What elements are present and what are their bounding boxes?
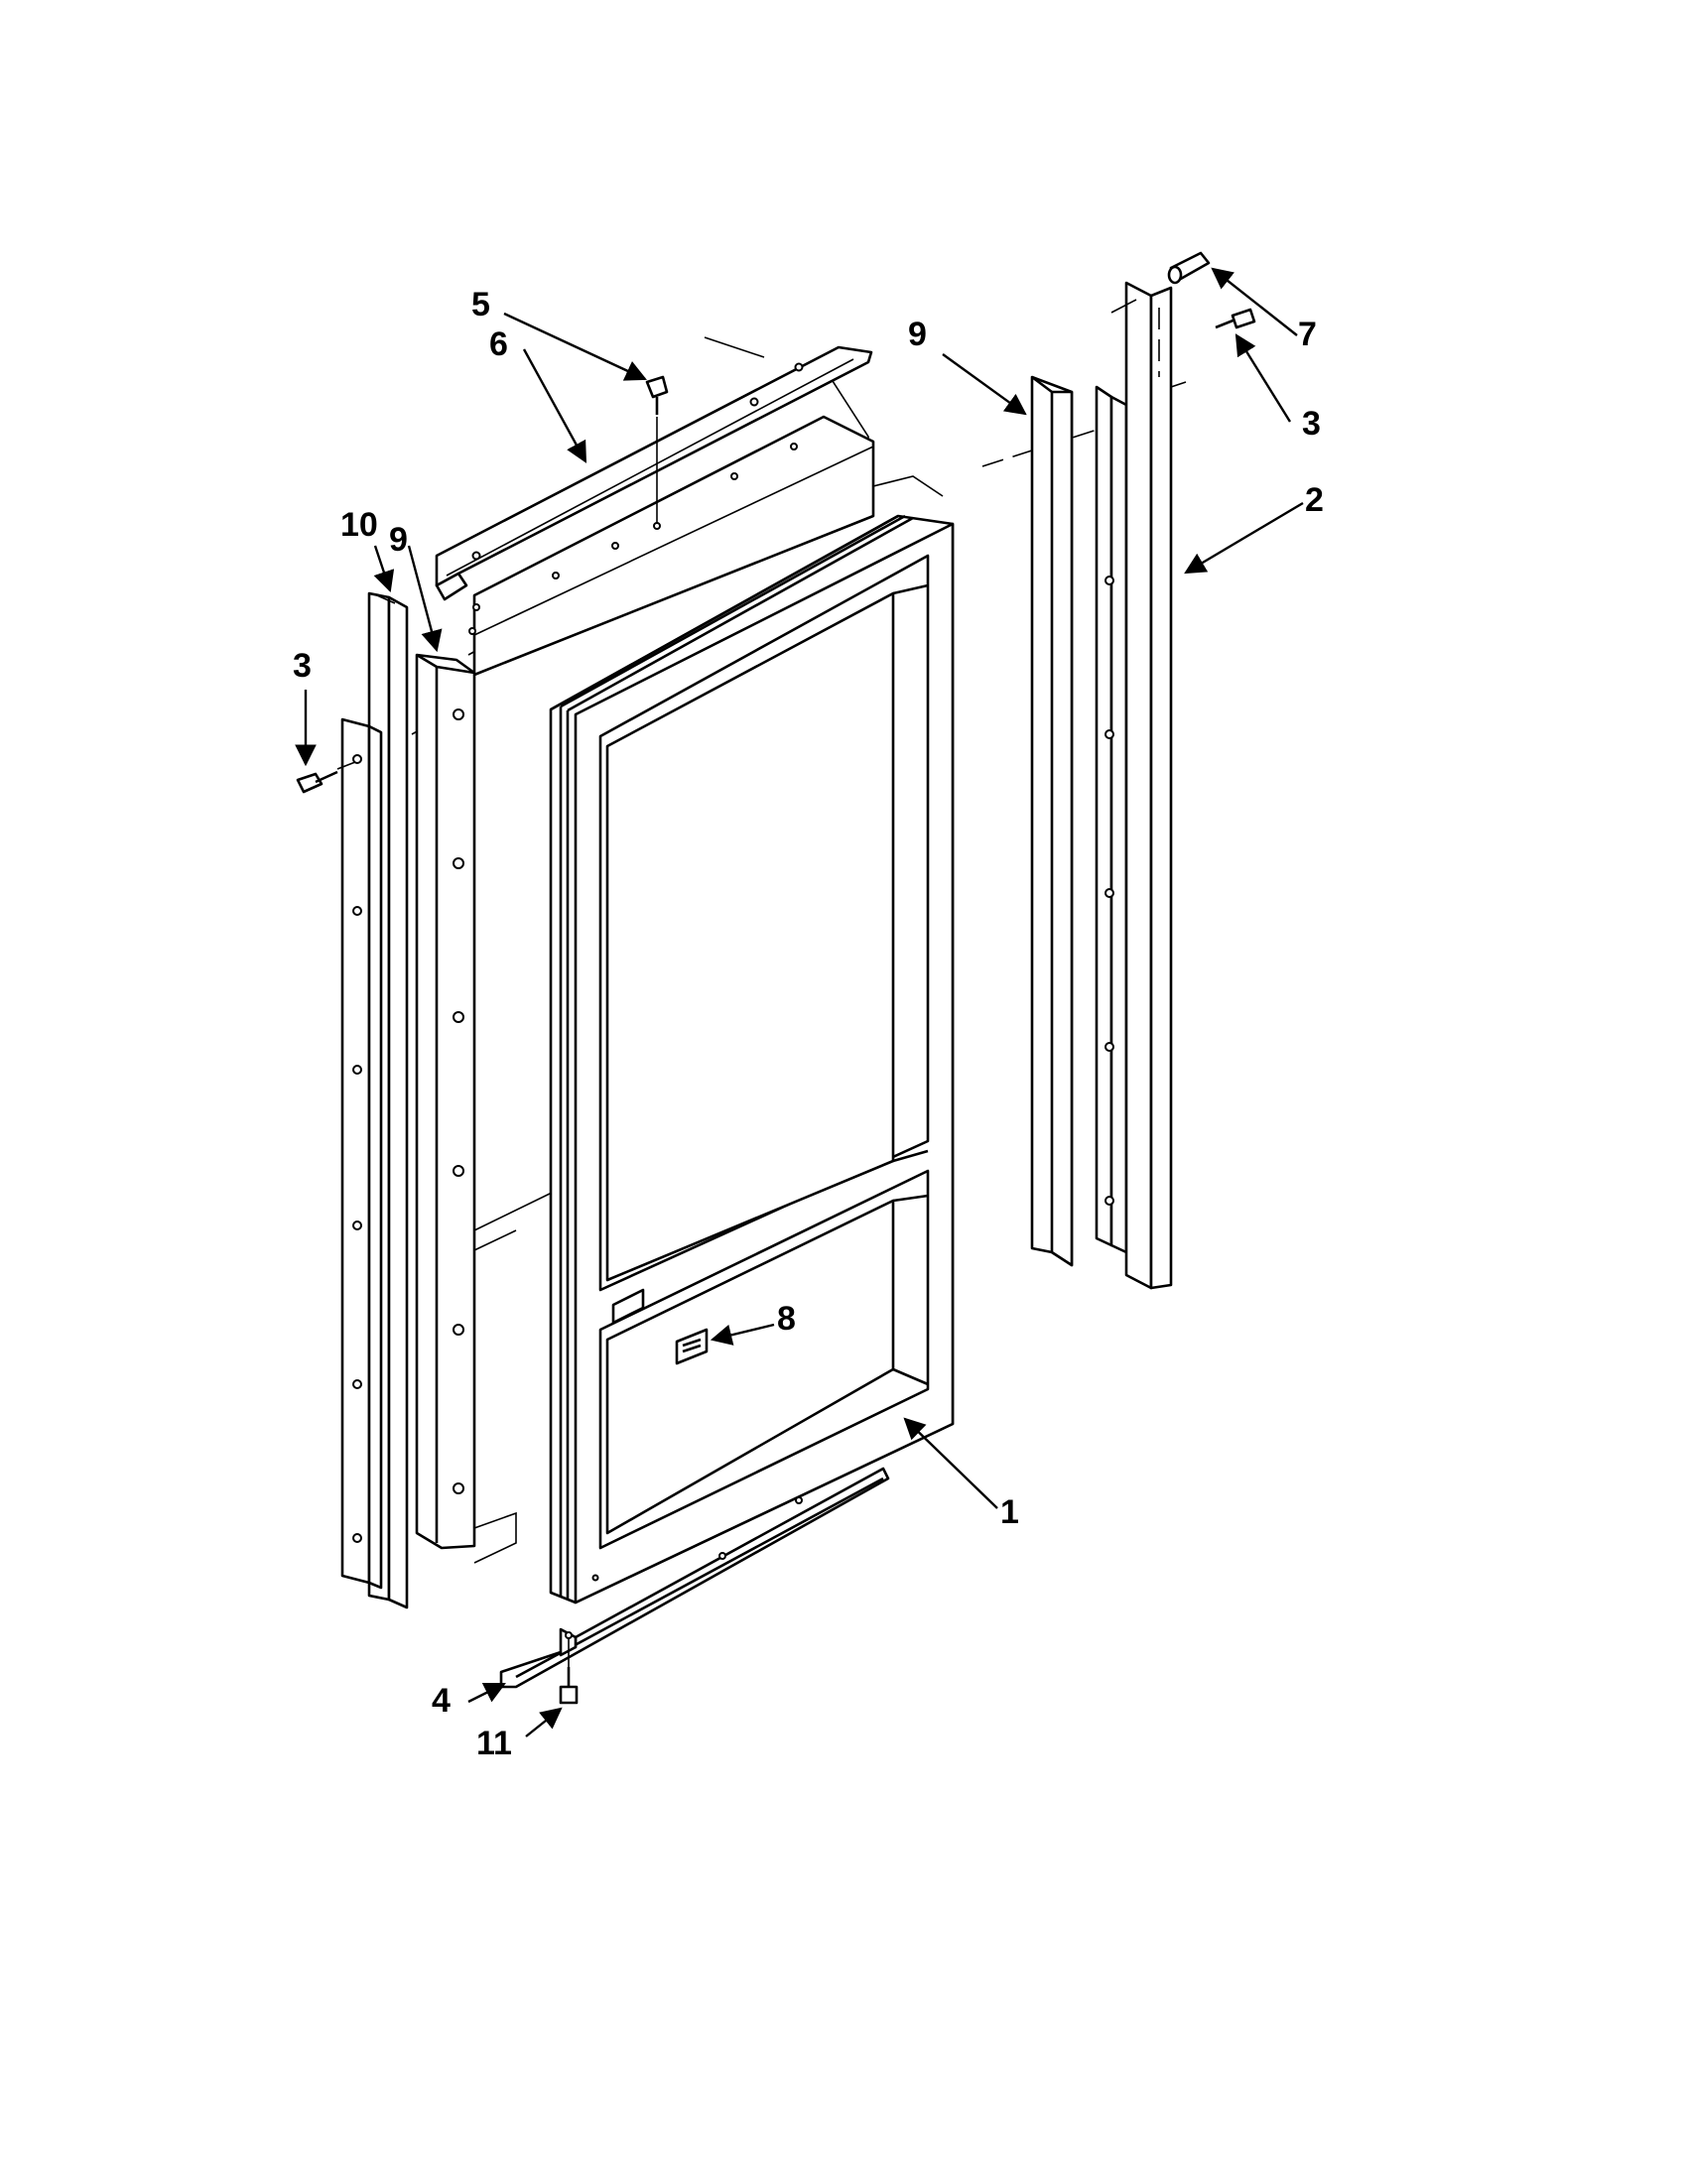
right-hinge-strip-2 bbox=[1095, 385, 1128, 1254]
screw-3-left bbox=[296, 761, 356, 794]
callout-3-left: 3 bbox=[293, 647, 312, 685]
badge-8 bbox=[675, 1328, 709, 1365]
right-spacer-9 bbox=[1030, 375, 1074, 1267]
cabinet-top-panel bbox=[468, 415, 875, 677]
door-frame-1 bbox=[549, 514, 955, 1605]
callout-7: 7 bbox=[1298, 316, 1317, 353]
leader-arrows bbox=[295, 267, 1304, 1737]
pin-7 bbox=[1167, 251, 1211, 285]
screw-3-right bbox=[1215, 308, 1256, 329]
callout-8: 8 bbox=[777, 1300, 796, 1338]
top-trim-strip bbox=[435, 345, 873, 601]
callout-6: 6 bbox=[489, 325, 508, 363]
callout-1: 1 bbox=[1000, 1493, 1019, 1531]
callout-3-right: 3 bbox=[1302, 405, 1321, 443]
left-spacer-9 bbox=[415, 653, 476, 1550]
callout-2: 2 bbox=[1305, 481, 1324, 519]
callout-4: 4 bbox=[432, 1682, 451, 1720]
right-tall-channel bbox=[1110, 281, 1187, 1290]
callout-9-right: 9 bbox=[908, 316, 927, 353]
screw-5 bbox=[645, 375, 669, 530]
callout-labels: 1 2 3 3 4 5 6 7 8 9 9 10 11 bbox=[293, 286, 1324, 1762]
left-hinge-strip bbox=[340, 717, 383, 1590]
screw-11 bbox=[559, 1639, 579, 1705]
callout-5: 5 bbox=[471, 286, 490, 323]
callout-10: 10 bbox=[340, 506, 378, 544]
callout-11: 11 bbox=[476, 1725, 512, 1762]
callout-9-left: 9 bbox=[389, 521, 408, 559]
